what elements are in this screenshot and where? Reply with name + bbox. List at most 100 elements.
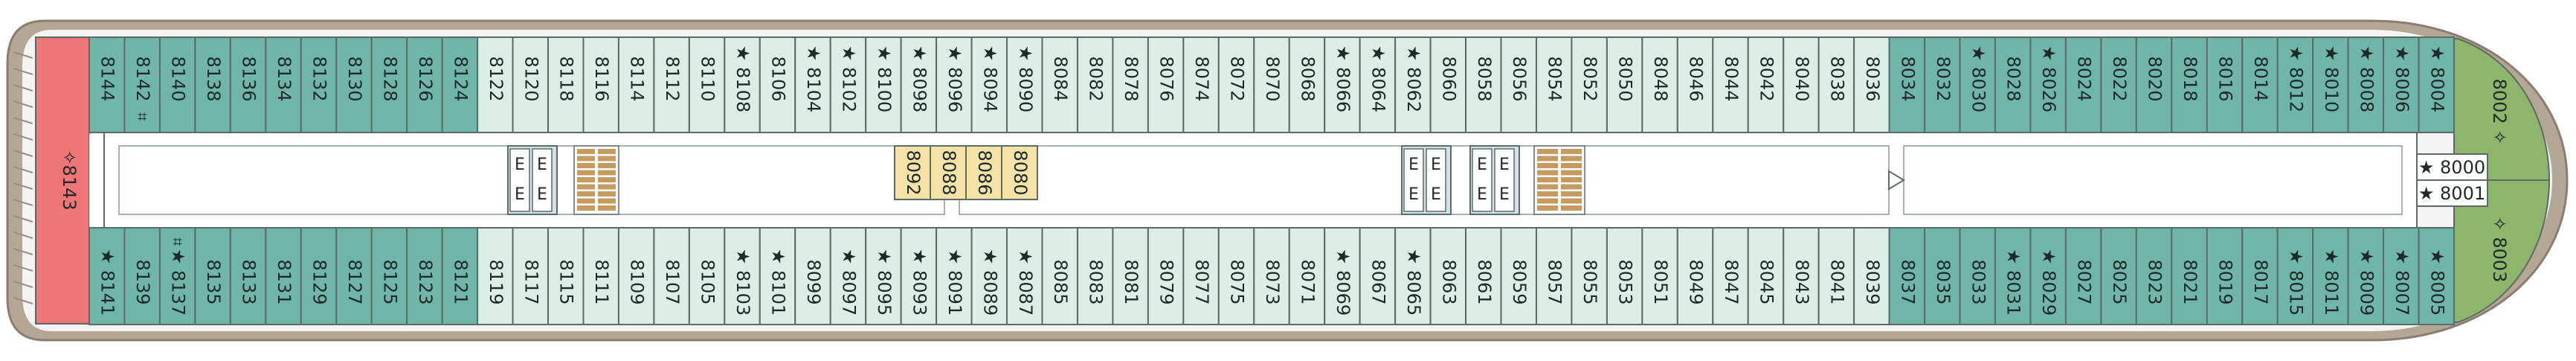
cabin-8063[interactable]: 8063 [1429, 227, 1467, 325]
cabin-8098[interactable]: ★ 8098 [900, 36, 938, 133]
cabin-8136[interactable]: 8136 [229, 36, 267, 133]
cabin-8036[interactable]: 8036 [1853, 36, 1890, 133]
cabin-8081[interactable]: 8081 [1112, 227, 1149, 325]
cabin-8002[interactable]: 8002 ✧ [2489, 79, 2510, 145]
cabin-8110[interactable]: 8110 [688, 36, 726, 133]
cabin-8092[interactable]: 8092 [894, 145, 931, 200]
cabin-8084[interactable]: 8084 [1041, 36, 1078, 133]
cabin-8038[interactable]: 8038 [1817, 36, 1855, 133]
cabin-8138[interactable]: 8138 [194, 36, 231, 133]
cabin-8127[interactable]: 8127 [335, 227, 373, 325]
cabin-8009[interactable]: ★ 8009 [2347, 227, 2385, 325]
cabin-8007[interactable]: ★ 8007 [2383, 227, 2420, 325]
cabin-8142[interactable]: 8142⌗ [123, 36, 161, 133]
cabin-8124[interactable]: 8124 [441, 36, 479, 133]
cabin-8045[interactable]: 8045 [1747, 227, 1785, 325]
cabin-8106[interactable]: 8106 [759, 36, 796, 133]
cabin-8008[interactable]: ★ 8008 [2347, 36, 2385, 133]
cabin-8034[interactable]: 8034 [1888, 36, 1926, 133]
cabin-8039[interactable]: 8039 [1853, 227, 1890, 325]
cabin-8027[interactable]: 8027 [2064, 227, 2102, 325]
cabin-8135[interactable]: 8135 [194, 227, 231, 325]
cabin-8021[interactable]: 8021 [2171, 227, 2208, 325]
cabin-8020[interactable]: 8020 [2135, 36, 2173, 133]
cabin-8117[interactable]: 8117 [512, 227, 550, 325]
cabin-8053[interactable]: 8053 [1606, 227, 1643, 325]
cabin-8005[interactable]: ★ 8005 [2418, 227, 2456, 325]
cabin-8119[interactable]: 8119 [477, 227, 514, 325]
cabin-8109[interactable]: 8109 [617, 227, 655, 325]
cabin-8134[interactable]: 8134 [265, 36, 302, 133]
cabin-8076[interactable]: 8076 [1147, 36, 1185, 133]
cabin-8055[interactable]: 8055 [1571, 227, 1608, 325]
cabin-8065[interactable]: ★ 8065 [1394, 227, 1432, 325]
cabin-8097[interactable]: ★ 8097 [829, 227, 867, 325]
cabin-8101[interactable]: ★ 8101 [759, 227, 796, 325]
cabin-8041[interactable]: 8041 [1817, 227, 1855, 325]
cabin-8144[interactable]: 8144 [88, 36, 126, 133]
cabin-8105[interactable]: 8105 [688, 227, 726, 325]
cabin-8044[interactable]: 8044 [1712, 36, 1749, 133]
cabin-8078[interactable]: 8078 [1112, 36, 1149, 133]
cabin-8023[interactable]: 8023 [2135, 227, 2173, 325]
cabin-8014[interactable]: 8014 [2241, 36, 2279, 133]
cabin-8047[interactable]: 8047 [1712, 227, 1749, 325]
cabin-8033[interactable]: 8033 [1959, 227, 1996, 325]
cabin-8099[interactable]: 8099 [794, 227, 831, 325]
cabin-8094[interactable]: ★ 8094 [970, 36, 1008, 133]
cabin-8137[interactable]: ★ 8137⌗ [158, 227, 196, 325]
cabin-8058[interactable]: 8058 [1465, 36, 1502, 133]
cabin-8029[interactable]: ★ 8029 [2029, 227, 2067, 325]
cabin-8006[interactable]: ★ 8006 [2383, 36, 2420, 133]
cabin-8022[interactable]: 8022 [2100, 36, 2137, 133]
cabin-8051[interactable]: 8051 [1641, 227, 1678, 325]
cabin-8056[interactable]: 8056 [1500, 36, 1537, 133]
cabin-8129[interactable]: 8129 [300, 227, 338, 325]
cabin-8011[interactable]: ★ 8011 [2312, 227, 2349, 325]
cabin-8049[interactable]: 8049 [1676, 227, 1714, 325]
cabin-8072[interactable]: 8072 [1217, 36, 1255, 133]
cabin-8103[interactable]: ★ 8103 [724, 227, 761, 325]
cabin-8019[interactable]: 8019 [2206, 227, 2244, 325]
cabin-8077[interactable]: 8077 [1182, 227, 1220, 325]
cabin-8069[interactable]: ★ 8069 [1324, 227, 1361, 325]
cabin-8143[interactable]: ✧8143 [35, 36, 90, 325]
cabin-8139[interactable]: 8139 [123, 227, 161, 325]
cabin-8085[interactable]: 8085 [1041, 227, 1078, 325]
cabin-8004[interactable]: ★ 8004 [2418, 36, 2456, 133]
cabin-8121[interactable]: 8121 [441, 227, 479, 325]
cabin-8075[interactable]: 8075 [1217, 227, 1255, 325]
cabin-8016[interactable]: 8016 [2206, 36, 2244, 133]
cabin-8141[interactable]: ★ 8141 [88, 227, 126, 325]
cabin-8122[interactable]: 8122 [477, 36, 514, 133]
cabin-8064[interactable]: ★ 8064 [1359, 36, 1397, 133]
cabin-8003[interactable]: ✧ 8003 [2489, 217, 2510, 283]
cabin-8102[interactable]: ★ 8102 [829, 36, 867, 133]
cabin-8061[interactable]: 8061 [1465, 227, 1502, 325]
cabin-8025[interactable]: 8025 [2100, 227, 2137, 325]
cabin-8140[interactable]: 8140 [158, 36, 196, 133]
cabin-8060[interactable]: 8060 [1429, 36, 1467, 133]
cabin-8125[interactable]: 8125 [370, 227, 408, 325]
cabin-8030[interactable]: ★ 8030 [1959, 36, 1996, 133]
cabin-8090[interactable]: ★ 8090 [1006, 36, 1043, 133]
cabin-8130[interactable]: 8130 [335, 36, 373, 133]
cabin-8079[interactable]: 8079 [1147, 227, 1185, 325]
cabin-8114[interactable]: 8114 [617, 36, 655, 133]
cabin-8116[interactable]: 8116 [582, 36, 619, 133]
cabin-8100[interactable]: ★ 8100 [865, 36, 902, 133]
cabin-8133[interactable]: 8133 [229, 227, 267, 325]
cabin-8028[interactable]: 8028 [1994, 36, 2032, 133]
cabin-8123[interactable]: 8123 [406, 227, 443, 325]
cabin-8080[interactable]: 8080 [1001, 145, 1038, 200]
cabin-8118[interactable]: 8118 [547, 36, 585, 133]
cabin-8108[interactable]: ★ 8108 [724, 36, 761, 133]
cabin-8086[interactable]: 8086 [965, 145, 1002, 200]
cabin-8068[interactable]: 8068 [1288, 36, 1326, 133]
cabin-8031[interactable]: ★ 8031 [1994, 227, 2032, 325]
cabin-8088[interactable]: 8088 [930, 145, 967, 200]
cabin-8010[interactable]: ★ 8010 [2312, 36, 2349, 133]
cabin-8107[interactable]: 8107 [653, 227, 690, 325]
cabin-8093[interactable]: ★ 8093 [900, 227, 938, 325]
cabin-8037[interactable]: 8037 [1888, 227, 1926, 325]
